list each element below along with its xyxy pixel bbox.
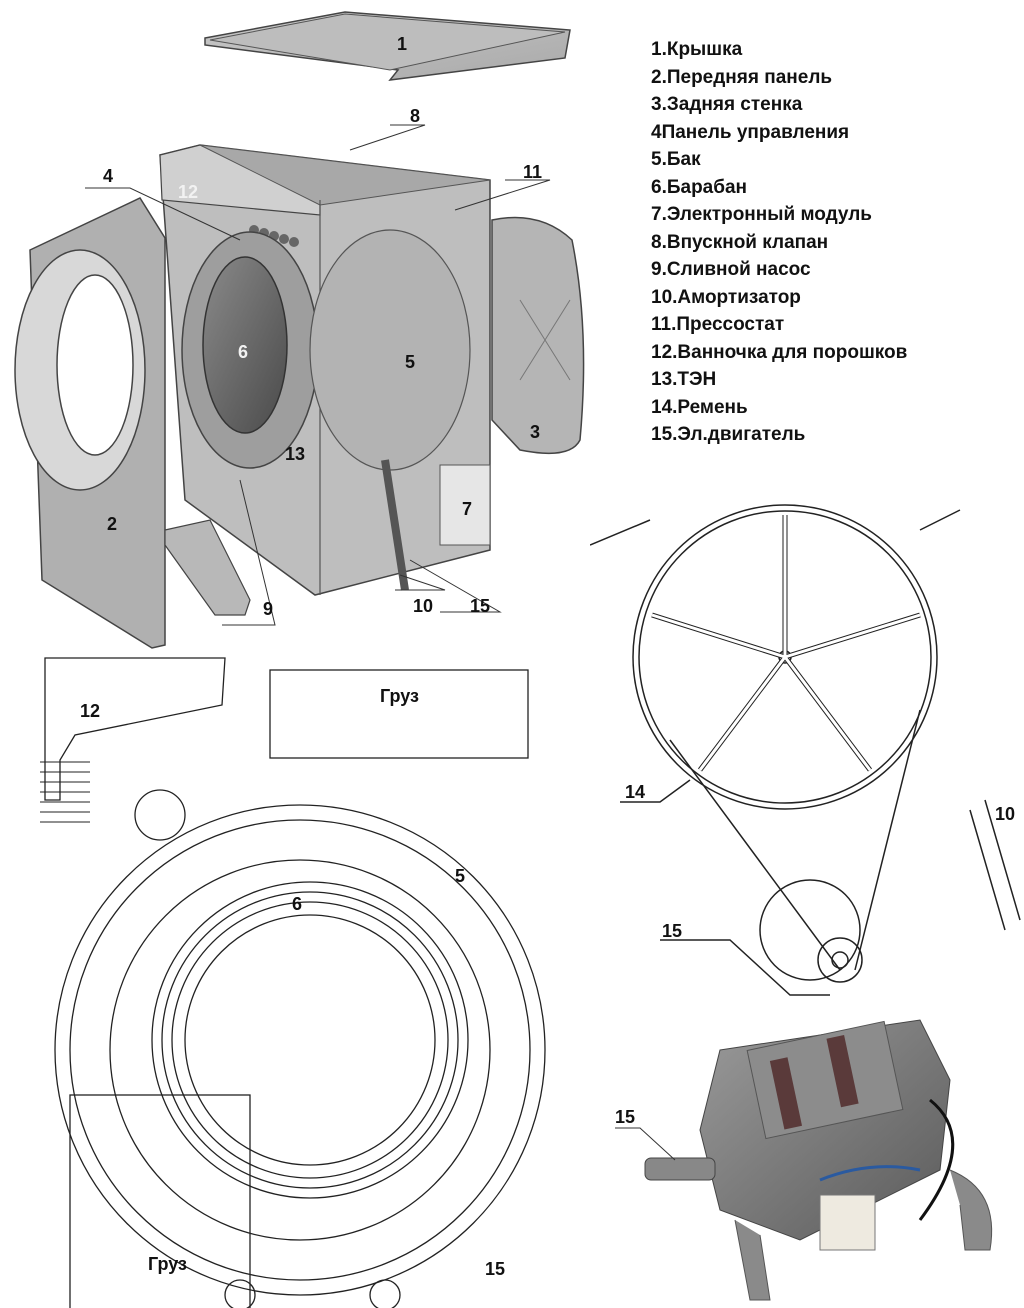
powder-tray-shape bbox=[44, 657, 226, 801]
callout-15-motor-belt: 15 bbox=[662, 921, 682, 941]
legend-item-2: 2.Передняя панель bbox=[651, 66, 833, 88]
legend-item-5: 5.Бак bbox=[651, 149, 701, 170]
lid-part bbox=[204, 11, 571, 81]
legend-item-3: 3.Задняя стенка bbox=[651, 94, 803, 115]
legend-item-12: 12.Ванночка для порошков bbox=[651, 341, 908, 363]
bottom-weight-block bbox=[69, 1094, 251, 1308]
legend-item-7: 7.Электронный модуль bbox=[651, 204, 872, 225]
legend-item-8: 8.Впускной клапан bbox=[651, 231, 829, 253]
callout-15-photo: 15 bbox=[615, 1107, 635, 1127]
legend-item-6: 6.Барабан bbox=[651, 176, 748, 198]
front-panel-part bbox=[14, 197, 166, 649]
callout-15-motor: 15 bbox=[485, 1259, 505, 1279]
callout-12: 12 bbox=[178, 182, 198, 202]
legend-item-14: 14.Ремень bbox=[651, 396, 748, 418]
callout-10: 10 bbox=[413, 596, 433, 616]
callout-11: 11 bbox=[523, 162, 542, 182]
plinth-part bbox=[164, 519, 251, 616]
weight-label-top: Груз bbox=[380, 686, 419, 706]
motor-shaft bbox=[644, 1157, 716, 1181]
belt-pulley-drawing: 14 15 10 bbox=[590, 504, 1021, 996]
callout-12-tray: 12 bbox=[80, 701, 100, 721]
callout-6: 6 bbox=[238, 342, 248, 362]
legend-item-1: 1.Крышка bbox=[651, 39, 743, 60]
callout-9: 9 bbox=[263, 599, 273, 619]
callout-13: 13 bbox=[285, 444, 305, 464]
tank-drawing: 12 5 6 15 Груз Груз bbox=[40, 657, 546, 1308]
legend-item-9: 9.Сливной насос bbox=[651, 259, 811, 280]
callout-14-belt: 14 bbox=[625, 782, 645, 802]
callout-5-tank: 5 bbox=[455, 866, 465, 886]
motor-pulley bbox=[817, 937, 863, 983]
callout-6-drum: 6 bbox=[292, 894, 302, 914]
legend-item-4: 4Панель управления bbox=[651, 121, 850, 143]
weight-label-bottom: Груз bbox=[148, 1254, 187, 1274]
callout-2: 2 bbox=[107, 514, 117, 534]
legend-item-15: 15.Эл.двигатель bbox=[651, 424, 806, 445]
legend-item-11: 11.Прессостат bbox=[651, 314, 785, 335]
legend-item-13: 13.ТЭН bbox=[651, 369, 717, 390]
top-weight-block bbox=[269, 669, 529, 759]
motor-photo: 15 bbox=[615, 1019, 993, 1301]
legend-item-10: 10.Амортизатор bbox=[651, 286, 801, 308]
callout-5: 5 bbox=[405, 352, 415, 372]
callout-4: 4 bbox=[103, 166, 113, 186]
back-panel-part bbox=[491, 216, 585, 455]
drum-pulley bbox=[632, 504, 938, 810]
callout-7: 7 bbox=[462, 499, 472, 519]
callout-3: 3 bbox=[530, 422, 540, 442]
drum-ring bbox=[151, 881, 469, 1199]
callout-15: 15 bbox=[470, 596, 490, 616]
callout-8: 8 bbox=[410, 106, 420, 126]
tank-outer-ring bbox=[54, 804, 546, 1296]
exploded-machine-view: 1 2 3 4 5 6 7 8 9 10 11 12 13 15 bbox=[14, 11, 585, 649]
belt bbox=[669, 709, 921, 971]
parts-legend: 1.Крышка 2.Передняя панель 3.Задняя стен… bbox=[651, 36, 907, 449]
callout-1: 1 bbox=[397, 34, 407, 54]
machine-body bbox=[159, 144, 491, 596]
callout-10-damper: 10 bbox=[995, 804, 1015, 824]
